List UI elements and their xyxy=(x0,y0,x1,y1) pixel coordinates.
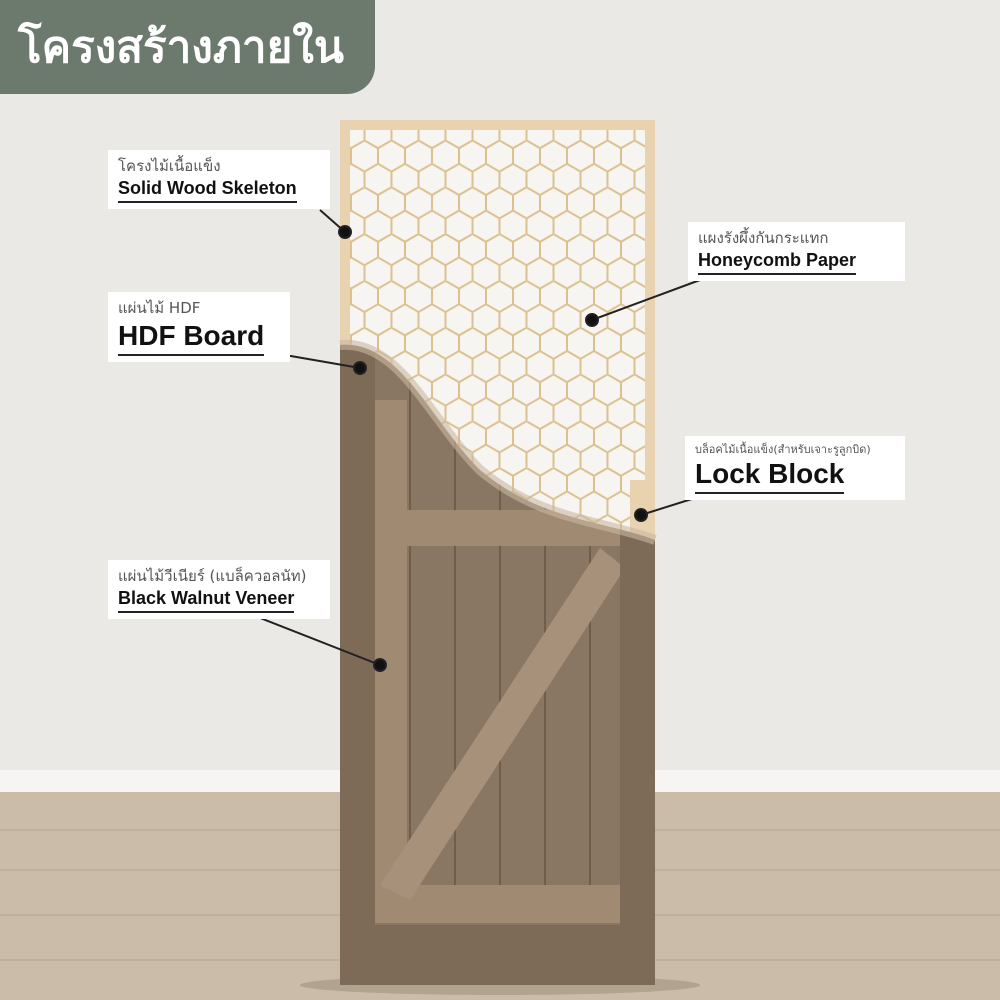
label-thai: แผงรังผึ้งกันกระแทก xyxy=(698,229,829,247)
label-english: HDF Board xyxy=(118,320,265,356)
label-hdf-board: แผ่นไม้ HDF HDF Board xyxy=(108,292,290,362)
page-title: โครงสร้างภายใน xyxy=(0,0,375,94)
label-english: Solid Wood Skeleton xyxy=(118,178,297,203)
label-solid-wood-skeleton: โครงไม้เนื้อแข็ง Solid Wood Skeleton xyxy=(108,150,330,209)
leader-lines xyxy=(244,209,701,672)
label-english: Honeycomb Paper xyxy=(698,250,857,275)
label-lock-block: บล็อคไม้เนื้อแข็ง(สำหรับเจาะรูลูกบิด) Lo… xyxy=(685,436,905,500)
label-thai: บล็อคไม้เนื้อแข็ง(สำหรับเจาะรูลูกบิด) xyxy=(695,443,871,456)
label-thai: แผ่นไม้ HDF xyxy=(118,299,201,317)
label-thai: แผ่นไม้วีเนียร์ (แบล็ควอลนัท) xyxy=(118,567,307,585)
label-thai: โครงไม้เนื้อแข็ง xyxy=(118,157,221,175)
label-english: Black Walnut Veneer xyxy=(118,588,295,613)
label-honeycomb-paper: แผงรังผึ้งกันกระแทก Honeycomb Paper xyxy=(688,222,905,281)
label-black-walnut-veneer: แผ่นไม้วีเนียร์ (แบล็ควอลนัท) Black Waln… xyxy=(108,560,330,619)
label-english: Lock Block xyxy=(695,458,845,494)
hdf-board xyxy=(339,339,657,545)
